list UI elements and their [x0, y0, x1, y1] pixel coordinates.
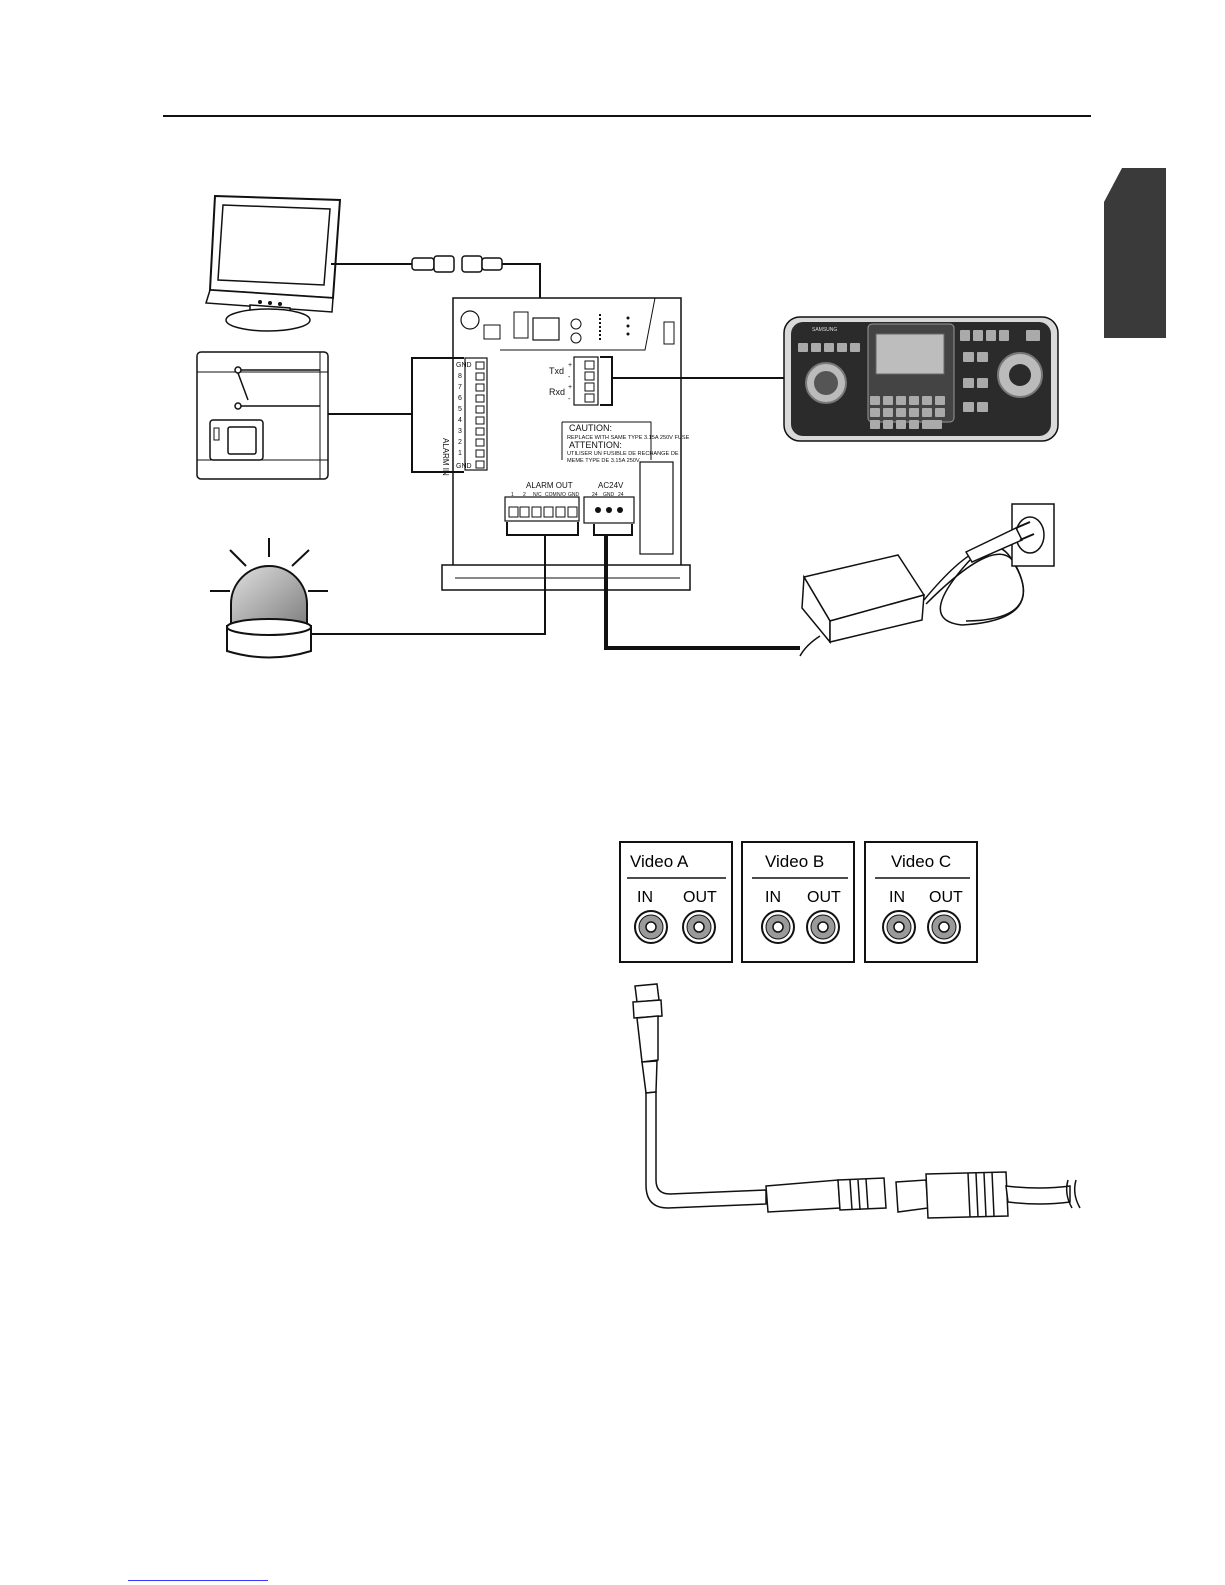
- alarm-in-pin: GND: [456, 362, 472, 369]
- alarm-in-pin: 3: [458, 428, 462, 435]
- video-connection-diagram: Video A IN OUT Video B IN OUT: [0, 830, 1225, 1230]
- bnc-jack-icon: [807, 911, 839, 943]
- video-in-label: IN: [889, 889, 905, 906]
- alarm-out-pin: N/O: [557, 492, 566, 498]
- device-board: [442, 298, 690, 590]
- alarm-out-pin: 2: [523, 492, 526, 498]
- video-panel-a: Video A IN OUT: [620, 842, 732, 962]
- keyboard-brand: SAMSUNG: [812, 327, 837, 333]
- alarm-out-pin: N/C: [533, 492, 542, 498]
- alarm-in-pin: 7: [458, 384, 462, 391]
- alarm-in-pin: 4: [458, 417, 462, 424]
- bnc-cable-icon: [633, 984, 1080, 1218]
- power-pin: GND: [603, 492, 615, 498]
- power-adapter-icon: [800, 504, 1054, 656]
- bnc-jack-icon: [928, 911, 960, 943]
- alarm-in-pin: 5: [458, 406, 462, 413]
- rs485-plus-label: +: [568, 384, 572, 391]
- video-panel-c: Video C IN OUT: [865, 842, 977, 962]
- alarm-sensor-icon: [197, 352, 328, 479]
- video-panel-title: Video C: [891, 852, 951, 871]
- power-pin: 24: [592, 492, 598, 498]
- alarm-out-pin: 1: [511, 492, 514, 498]
- video-panel-title: Video A: [630, 852, 689, 871]
- video-out-label: OUT: [683, 889, 717, 906]
- caution-title: CAUTION:: [569, 423, 612, 433]
- bnc-jack-icon: [635, 911, 667, 943]
- footer-link-underline: [128, 1580, 268, 1581]
- alarm-in-pin: 1: [458, 450, 462, 457]
- video-in-label: IN: [637, 889, 653, 906]
- alarm-out-label: ALARM OUT: [526, 481, 573, 490]
- alarm-in-label: ALARM IN: [441, 438, 450, 476]
- attention-line: MEME TYPE DE 3.15A 250V: [567, 458, 640, 464]
- bnc-jack-icon: [683, 911, 715, 943]
- video-in-label: IN: [765, 889, 781, 906]
- rs485-plus-label: +: [568, 362, 572, 369]
- alarm-out-pin: GND: [568, 492, 580, 498]
- video-out-label: OUT: [807, 889, 841, 906]
- alarm-lamp-icon: [210, 538, 328, 658]
- video-panel-b: Video B IN OUT: [742, 842, 854, 962]
- power-label: AC24V: [598, 481, 624, 490]
- rxd-label: Rxd: [549, 387, 565, 397]
- alarm-out-pin: COM: [545, 492, 557, 498]
- monitor-icon: [206, 196, 340, 331]
- bnc-jack-icon: [883, 911, 915, 943]
- alarm-in-pin: 8: [458, 373, 462, 380]
- alarm-in-pin: GND: [456, 463, 472, 470]
- power-pin: 24: [618, 492, 624, 498]
- bnc-jack-icon: [762, 911, 794, 943]
- attention-title: ATTENTION:: [569, 440, 622, 450]
- video-out-label: OUT: [929, 889, 963, 906]
- attention-line: UTILISER UN FUSIBLE DE RECHANGE DE: [567, 451, 679, 457]
- txd-label: Txd: [549, 366, 564, 376]
- connection-diagram: ALARM IN GND 8 7 6 5 4 3 2 1 GND Txd Rxd…: [0, 0, 1225, 700]
- alarm-in-pin: 6: [458, 395, 462, 402]
- controller-keyboard-icon: SAMSUNG: [784, 317, 1058, 441]
- alarm-in-pin: 2: [458, 439, 462, 446]
- video-panel-title: Video B: [765, 852, 824, 871]
